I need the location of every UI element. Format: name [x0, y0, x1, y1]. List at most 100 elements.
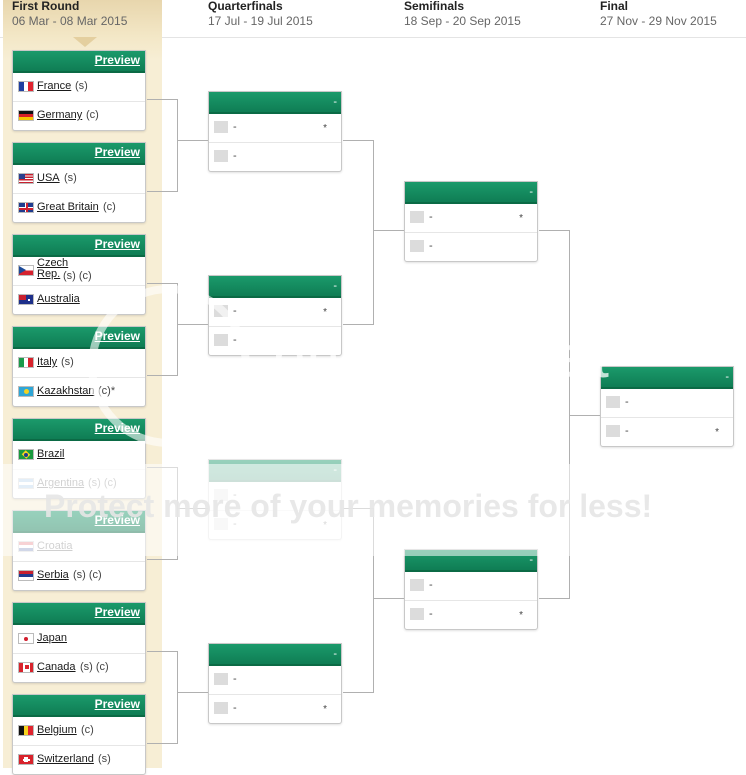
team-slot-row: -* — [601, 417, 733, 446]
match-card: --*- — [208, 91, 342, 172]
match-card: ---* — [208, 459, 342, 540]
match-header-bar: - — [209, 92, 341, 114]
italy-flag-icon — [18, 357, 34, 368]
match-header-bar: Preview — [13, 419, 145, 441]
bracket-connector-line — [343, 324, 373, 325]
team-row: Croatia — [13, 533, 145, 561]
team-slot-text: - — [233, 334, 237, 346]
bracket-connector-line — [147, 283, 177, 284]
match-header-value: - — [333, 96, 337, 108]
team-slot-text: - — [429, 211, 433, 223]
preview-link[interactable]: Preview — [94, 697, 140, 711]
team-name-link[interactable]: USA — [37, 172, 60, 184]
team-name-link[interactable]: Germany — [37, 109, 83, 121]
team-name-link[interactable]: Argentina — [37, 477, 85, 489]
preview-link[interactable]: Preview — [94, 145, 140, 159]
team-name-link[interactable]: Croatia — [37, 540, 73, 552]
australia-flag-icon — [18, 294, 34, 305]
croatia-flag-icon — [18, 541, 34, 552]
match-card: ---* — [208, 643, 342, 724]
match-header-value: - — [333, 464, 337, 476]
team-row: Japan — [13, 625, 145, 653]
team-slot-text: - — [429, 608, 433, 620]
team-name-link[interactable]: Belgium — [37, 724, 77, 736]
bracket-connector-line — [177, 99, 178, 192]
serbia-flag-icon — [18, 570, 34, 581]
match-header-bar: Preview — [13, 511, 145, 533]
seed-marker: * — [519, 213, 523, 224]
team-name-link[interactable]: Japan — [37, 632, 67, 644]
bracket-connector-line — [373, 508, 374, 693]
team-name-link[interactable]: Kazakhstan — [37, 385, 95, 397]
team-name-link[interactable]: Switzerland — [37, 753, 94, 765]
canada-flag-icon — [18, 662, 34, 673]
bracket-connector-line — [147, 559, 177, 560]
team-slot-row: - — [405, 572, 537, 600]
preview-link[interactable]: Preview — [94, 53, 140, 67]
team-name-link[interactable]: France — [37, 80, 72, 92]
preview-link[interactable]: Preview — [94, 329, 140, 343]
match-header-bar: - — [601, 367, 733, 389]
match-header-bar: Preview — [13, 143, 145, 165]
bracket-connector-line — [343, 692, 373, 693]
team-slot-row: -* — [405, 600, 537, 629]
team-slot-row: -* — [209, 114, 341, 142]
match-header-value: - — [529, 186, 533, 198]
bracket-connector-line — [373, 140, 374, 325]
preview-link[interactable]: Preview — [94, 605, 140, 619]
team-note: (c) — [86, 109, 99, 121]
bracket-connector-line — [539, 230, 569, 231]
round-dates: 06 Mar - 08 Mar 2015 — [12, 14, 128, 28]
placeholder-flag-icon — [214, 305, 228, 317]
team-name-link[interactable]: Czech Rep. — [37, 257, 69, 280]
france-flag-icon — [18, 81, 34, 92]
team-slot-row: - — [209, 326, 341, 355]
team-slot-text: - — [625, 425, 629, 437]
preview-link[interactable]: Preview — [94, 421, 140, 435]
preview-link[interactable]: Preview — [94, 237, 140, 251]
team-name-link[interactable]: Great Britain — [37, 201, 99, 213]
bracket-connector-line — [177, 467, 178, 560]
team-slot-text: - — [233, 121, 237, 133]
team-name-link[interactable]: Canada — [37, 661, 76, 673]
team-row: Germany(c) — [13, 101, 145, 130]
match-header-bar: Preview — [13, 695, 145, 717]
placeholder-flag-icon — [214, 673, 228, 685]
team-name-link[interactable]: Brazil — [37, 448, 65, 460]
match-header-bar: Preview — [13, 327, 145, 349]
team-slot-text: - — [233, 673, 237, 685]
team-row: Canada(s) (c) — [13, 653, 145, 682]
current-round-arrow-icon — [73, 37, 97, 47]
team-slot-row: -* — [209, 694, 341, 723]
round-name: Semifinals — [404, 0, 465, 13]
team-row: Great Britain (c) — [13, 193, 145, 222]
team-note: (c) — [103, 201, 116, 213]
seed-marker: * — [323, 520, 327, 531]
seed-marker: * — [715, 427, 719, 438]
match-header-bar: Preview — [13, 603, 145, 625]
placeholder-flag-icon — [214, 518, 228, 530]
bracket-connector-line — [177, 651, 178, 744]
team-name-link[interactable]: Australia — [37, 293, 80, 305]
placeholder-flag-icon — [606, 396, 620, 408]
team-note: (s) — [64, 172, 77, 184]
team-slot-row: - — [209, 666, 341, 694]
placeholder-flag-icon — [410, 240, 424, 252]
bracket-connector-line — [177, 140, 208, 141]
team-slot-row: - — [405, 232, 537, 261]
team-name-link[interactable]: Italy — [37, 356, 58, 368]
bracket-connector-line — [343, 508, 373, 509]
preview-link[interactable]: Preview — [94, 513, 140, 527]
bracket-connector-line — [539, 598, 569, 599]
match-header-bar: - — [209, 460, 341, 482]
bracket-connector-line — [147, 651, 177, 652]
team-name-link[interactable]: Serbia — [37, 569, 69, 581]
match-card: ---* — [600, 366, 734, 447]
placeholder-flag-icon — [606, 425, 620, 437]
team-slot-row: -* — [209, 298, 341, 326]
seed-marker: * — [519, 610, 523, 621]
